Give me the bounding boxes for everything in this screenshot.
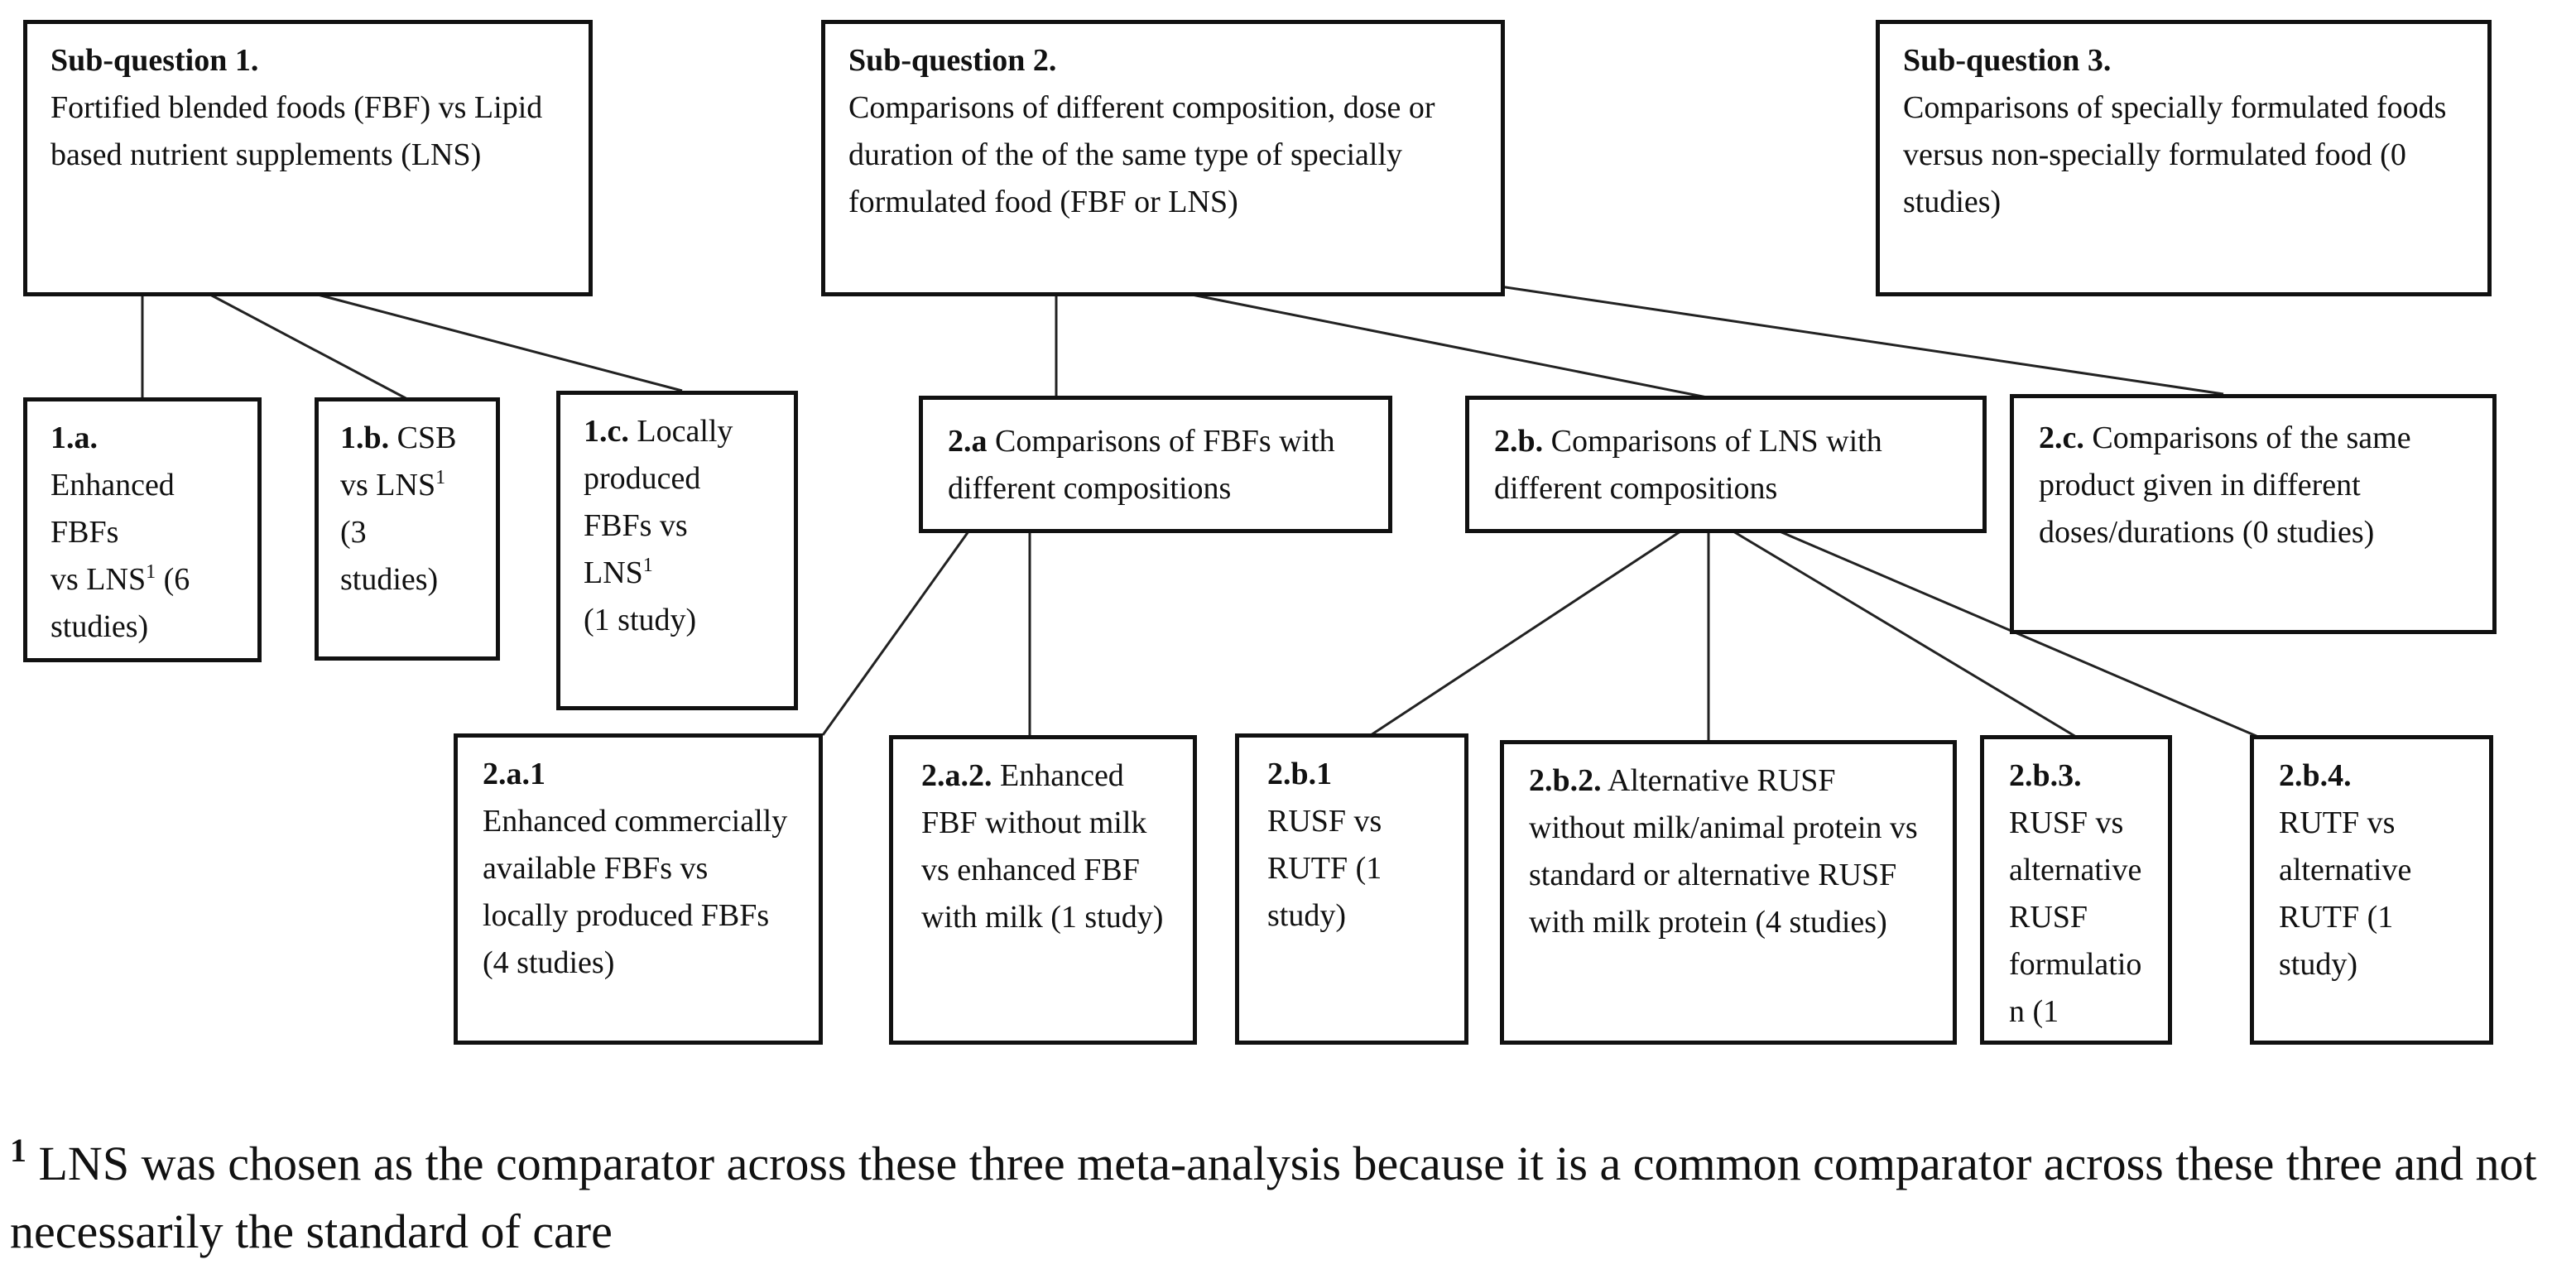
connector-2b-2b4 (1779, 530, 2259, 738)
connector-2a-2a1 (821, 531, 970, 736)
node-2c-box: 2.c. Comparisons of the same product giv… (2010, 394, 2497, 634)
node-1c-line3: FBFs vs (584, 508, 688, 543)
node-1a-box: 1.a. Enhanced FBFs vs LNS1 (6 studies) (23, 397, 262, 662)
footnote: 1 LNS was chosen as the comparator acros… (10, 1127, 2568, 1267)
node-1c-label-tail: Locally (628, 414, 733, 449)
node-1b-box: 1.b. CSB vs LNS1 (3 studies) (315, 397, 500, 661)
node-2b4-label: 2.b.4. (2279, 758, 2352, 793)
node-2b3-box: 2.b.3. RUSF vs alternative RUSF formulat… (1980, 735, 2172, 1045)
node-1b-line2a: vs LNS (340, 468, 436, 502)
node-1a-line2: FBFs (50, 515, 119, 550)
node-2b2-label: 2.b.2. (1529, 763, 1602, 798)
node-1b-footnote-mark: 1 (435, 467, 446, 488)
node-1c-footnote-mark: 1 (642, 555, 653, 576)
node-2c-text: Comparisons of the same product given in… (2039, 421, 2411, 550)
node-1c-line5: (1 study) (584, 603, 697, 637)
sub-question-2-text: Comparisons of different composition, do… (848, 90, 1435, 219)
connector-sq1-1c (317, 293, 683, 392)
sub-question-1-label: Sub-question 1. (50, 43, 259, 78)
node-1c-line4a: LNS (584, 555, 643, 590)
footnote-marker: 1 (10, 1132, 26, 1169)
node-1b-label-tail: CSB (389, 421, 457, 455)
footnote-text: LNS was chosen as the comparator across … (10, 1137, 2537, 1259)
node-1b-line2: vs LNS1 (340, 462, 474, 509)
node-1b-line1: 1.b. CSB (340, 415, 474, 462)
node-2b1-label: 2.b.1 (1267, 757, 1333, 791)
node-1c-line2: produced (584, 461, 701, 496)
sub-question-1-text: Fortified blended foods (FBF) vs Lipid b… (50, 90, 543, 172)
node-1b-line4: studies) (340, 562, 439, 597)
connector-2b-2b1 (1370, 530, 1681, 737)
sub-question-2-box: Sub-question 2. Comparisons of different… (821, 20, 1505, 296)
node-2b1-box: 2.b.1 RUSF vs RUTF (1 study) (1235, 733, 1468, 1045)
node-2b3-label: 2.b.3. (2009, 758, 2082, 793)
node-2b4-text: RUTF vs alternative RUTF (1 study) (2279, 805, 2412, 982)
node-2b4-box: 2.b.4. RUTF vs alternative RUTF (1 study… (2250, 735, 2493, 1045)
sub-question-3-box: Sub-question 3. Comparisons of specially… (1876, 20, 2492, 296)
node-1c-line1: 1.c. Locally (584, 408, 771, 455)
node-1a-line3b: (6 (156, 562, 190, 597)
node-1b-line3: (3 (340, 515, 367, 550)
node-1a-line3a: vs LNS (50, 562, 147, 597)
node-2a2-label: 2.a.2. (921, 758, 992, 793)
node-1c-box: 1.c. Locally produced FBFs vs LNS1 (1 st… (556, 391, 798, 710)
node-1a-line4: studies) (50, 609, 149, 644)
node-2b-label: 2.b. (1494, 424, 1544, 459)
node-2a1-box: 2.a.1 Enhanced commercially available FB… (454, 733, 823, 1045)
node-2b3-text: RUSF vs alternative RUSF formulatio n (1… (2009, 805, 2142, 1029)
connector-sq2-2b (1191, 293, 1708, 399)
connector-2b-2b3 (1733, 530, 2077, 738)
sub-question-3-text: Comparisons of specially formulated food… (1903, 90, 2447, 219)
sub-question-1-box: Sub-question 1. Fortified blended foods … (23, 20, 593, 296)
node-1c-label: 1.c. (584, 414, 629, 449)
node-2b1-text: RUSF vs RUTF (1 study) (1267, 804, 1382, 933)
sub-question-3-label: Sub-question 3. (1903, 43, 2112, 78)
node-2b2-box: 2.b.2. Alternative RUSF without milk/ani… (1500, 740, 1957, 1045)
node-2b-text: Comparisons of LNS with different compos… (1494, 424, 1882, 506)
connector-sq2-2c (1499, 285, 2224, 396)
node-2a1-label: 2.a.1 (483, 757, 545, 791)
node-1a-line1: Enhanced (50, 468, 175, 502)
node-1b-label: 1.b. (340, 421, 390, 455)
node-1c-line4: LNS1 (584, 550, 771, 597)
connector-sq1-1b (209, 293, 408, 401)
node-2a2-text: Enhanced FBF without milk vs enhanced FB… (921, 758, 1164, 935)
node-2a-label: 2.a (948, 424, 988, 459)
node-2a-box: 2.a Comparisons of FBFs with different c… (919, 396, 1392, 533)
node-2a-text: Comparisons of FBFs with different compo… (948, 424, 1335, 506)
node-2a2-box: 2.a.2. Enhanced FBF without milk vs enha… (889, 735, 1197, 1045)
node-2b2-text: Alternative RUSF without milk/animal pro… (1529, 763, 1918, 940)
node-2a1-text: Enhanced commercially available FBFs vs … (483, 804, 788, 980)
node-1a-line3: vs LNS1 (6 (50, 556, 234, 603)
sub-question-2-label: Sub-question 2. (848, 43, 1057, 78)
node-1a-footnote-mark: 1 (146, 561, 156, 583)
node-2c-label: 2.c. (2039, 421, 2084, 455)
node-2b-box: 2.b. Comparisons of LNS with different c… (1465, 396, 1987, 533)
node-1a-label: 1.a. (50, 421, 98, 455)
